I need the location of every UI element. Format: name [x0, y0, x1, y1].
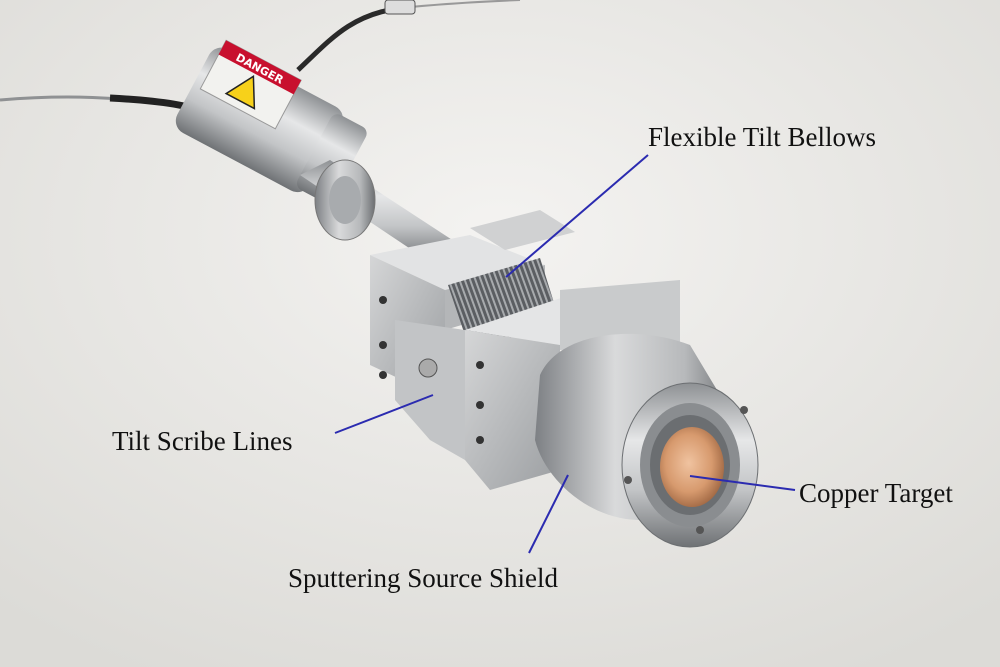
leader-line-scribe — [334, 394, 434, 434]
leader-line-copper — [689, 475, 796, 491]
danger-warning-label: DANGER — [199, 39, 302, 130]
label-tilt-scribe-lines: Tilt Scribe Lines — [112, 426, 293, 456]
front-mounting-block — [395, 280, 680, 490]
leader-line-bellows — [505, 154, 649, 278]
label-sputtering-source-shield: Sputtering Source Shield — [288, 563, 558, 593]
cable-connector — [384, 0, 416, 15]
tilt-scribe-knob — [418, 358, 438, 378]
copper-target — [660, 427, 724, 507]
source-shield — [535, 333, 759, 548]
label-flexible-tilt-bellows: Flexible Tilt Bellows — [648, 122, 877, 152]
leader-line-shield — [528, 474, 569, 554]
high-voltage-icon — [224, 75, 256, 110]
label-copper-target: Copper Target — [799, 478, 953, 508]
feedthrough-tube — [300, 159, 460, 262]
